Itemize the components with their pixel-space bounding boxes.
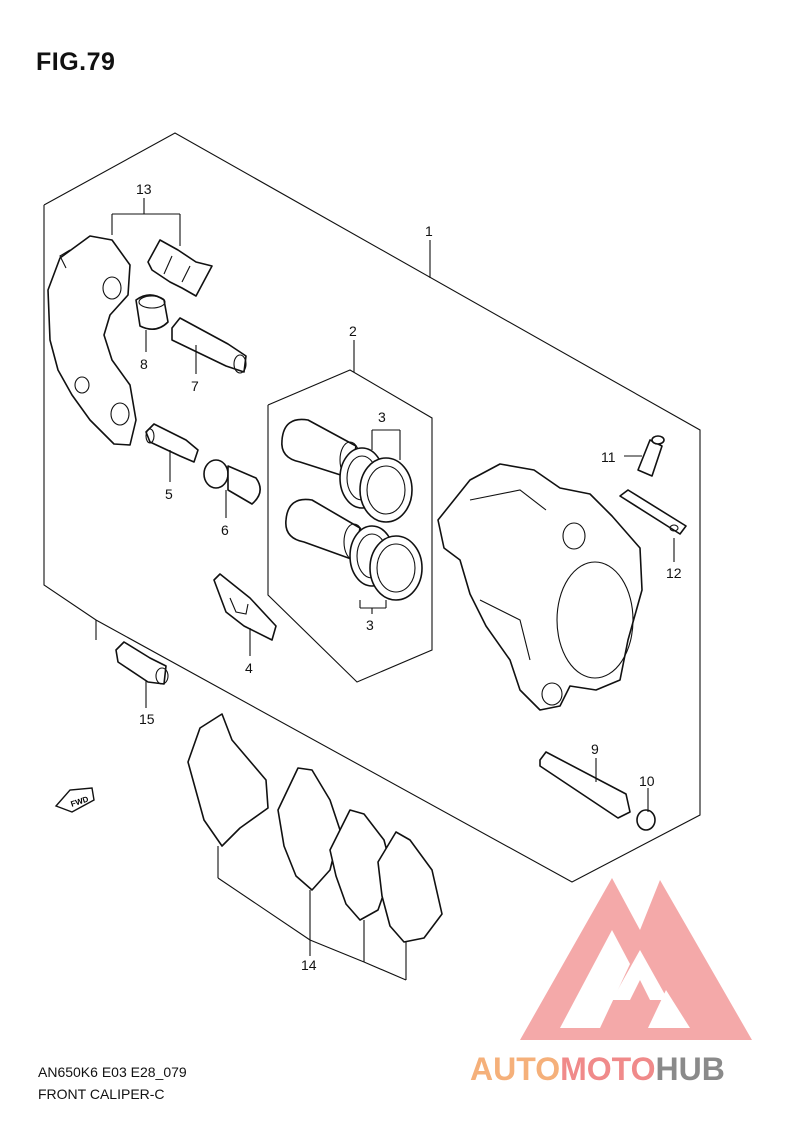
callout-7: 7 xyxy=(191,378,199,394)
callout-labels: 1 2 3 3 4 5 6 7 8 9 10 11 12 13 14 15 xyxy=(136,181,682,973)
watermark-moto: MOTO xyxy=(560,1051,655,1087)
callout-14: 14 xyxy=(301,957,317,973)
triangle-m-logo-icon xyxy=(520,878,752,1040)
leader-lines xyxy=(111,198,675,981)
mounting-bolt xyxy=(115,641,169,685)
plug xyxy=(636,809,656,831)
watermark-hub: HUB xyxy=(655,1051,724,1087)
callout-13: 13 xyxy=(136,181,152,197)
svg-text:AUTOMOTOHUB: AUTOMOTOHUB xyxy=(470,1051,725,1087)
callout-6: 6 xyxy=(221,522,229,538)
callout-11: 11 xyxy=(601,449,616,465)
callout-5: 5 xyxy=(165,486,173,502)
pad-retainer xyxy=(213,573,277,641)
callout-1: 1 xyxy=(425,223,433,239)
callout-12: 12 xyxy=(666,565,682,581)
watermark-text: AUTOMOTOHUB xyxy=(470,1051,725,1087)
piston-seal-set-lower xyxy=(349,525,423,601)
figure-title: FIG.79 xyxy=(36,48,116,76)
watermark-auto: AUTO xyxy=(470,1051,560,1087)
assembly-boundary xyxy=(43,132,701,883)
section-name: FRONT CALIPER-C xyxy=(38,1086,165,1102)
bleeder-cap-plate xyxy=(619,489,687,535)
brake-pad-4 xyxy=(377,831,443,943)
pad-spring xyxy=(147,239,213,297)
caliper-bolt xyxy=(203,459,261,505)
callout-3-upper: 3 xyxy=(378,409,386,425)
callout-10: 10 xyxy=(639,773,655,789)
slide-pin-upper xyxy=(171,317,247,374)
brake-pad-2 xyxy=(277,767,341,891)
caliper-bracket xyxy=(47,235,137,446)
dust-boot xyxy=(135,294,169,330)
brake-pad-1 xyxy=(187,713,269,847)
model-code: AN650K6 E03 E28_079 xyxy=(38,1064,187,1080)
callout-9: 9 xyxy=(591,741,599,757)
callout-15: 15 xyxy=(139,711,155,727)
pad-pin xyxy=(539,751,631,819)
bleeder-valve xyxy=(637,435,665,477)
piston-seal-set-upper xyxy=(339,447,413,523)
forward-arrow-icon: FWD xyxy=(54,787,95,813)
callout-8: 8 xyxy=(140,356,148,372)
callout-2: 2 xyxy=(349,323,357,339)
caliper-body xyxy=(437,463,643,711)
slide-pin-lower xyxy=(145,423,199,463)
piston-kit-boundary xyxy=(267,369,433,683)
callout-4: 4 xyxy=(245,660,253,676)
callout-3-lower: 3 xyxy=(366,617,374,633)
